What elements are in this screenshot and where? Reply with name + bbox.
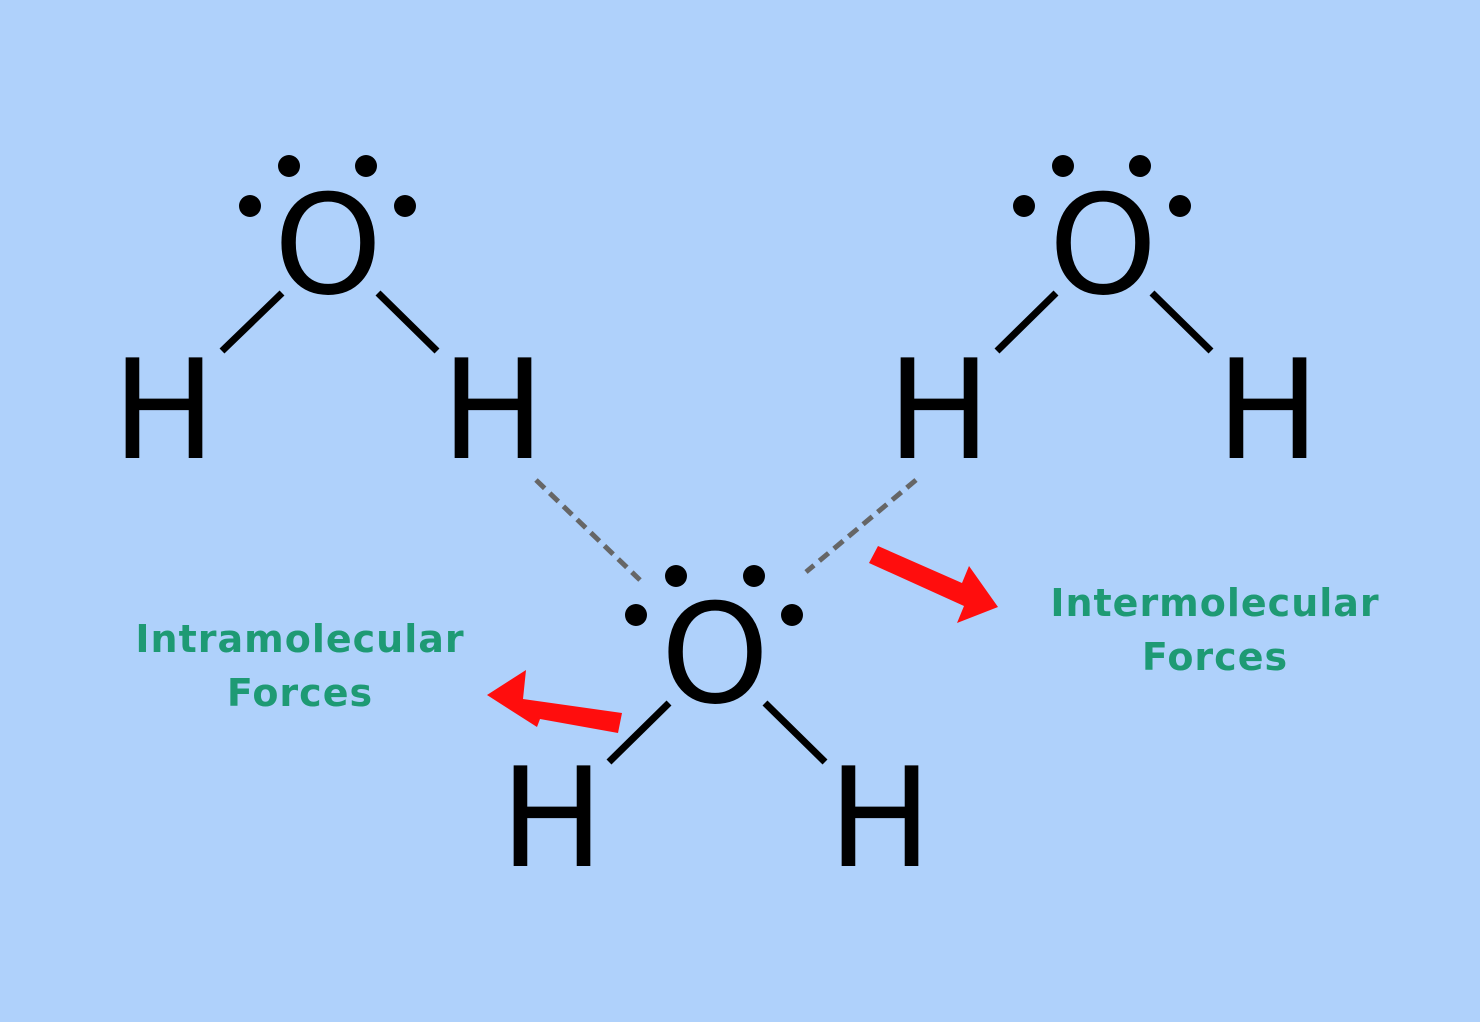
lone-pair-electron <box>1013 195 1035 217</box>
lone-pair-electron <box>625 604 647 626</box>
oxygen-atom: O <box>1049 165 1158 326</box>
hydrogen-atom: H <box>1216 330 1320 491</box>
lone-pair-electron <box>665 565 687 587</box>
water-molecule-bottom-center: O H H <box>500 565 932 899</box>
covalent-bond <box>606 700 672 765</box>
lone-pair-electron <box>1129 155 1151 177</box>
oxygen-atom: O <box>661 574 770 735</box>
covalent-bond <box>375 290 440 354</box>
label-line: Forces <box>226 671 374 715</box>
hydrogen-bond-right <box>804 478 918 574</box>
lone-pair-electron <box>278 155 300 177</box>
hydrogen-atom: H <box>828 738 932 899</box>
label-line: Intramolecular <box>135 617 465 661</box>
covalent-bond <box>1149 290 1214 354</box>
label-line: Intermolecular <box>1050 581 1380 625</box>
covalent-bond <box>994 290 1059 354</box>
hydrogen-atom: H <box>887 330 991 491</box>
water-molecule-top-right: O H H <box>887 155 1320 491</box>
hydrogen-atom: H <box>112 330 216 491</box>
lone-pair-electron <box>1169 195 1191 217</box>
hydrogen-bond-left <box>534 478 642 582</box>
arrow-intramolecular <box>487 670 622 733</box>
oxygen-atom: O <box>274 165 383 326</box>
label-line: Forces <box>1141 635 1289 679</box>
lone-pair-electron <box>355 155 377 177</box>
intermolecular-forces-label: Intermolecular Forces <box>1020 576 1410 684</box>
covalent-bond <box>219 290 285 354</box>
lone-pair-electron <box>239 195 261 217</box>
lone-pair-electron <box>781 604 803 626</box>
lone-pair-electron <box>394 195 416 217</box>
intramolecular-forces-label: Intramolecular Forces <box>110 612 490 720</box>
hydrogen-atom: H <box>441 330 545 491</box>
covalent-bond <box>762 700 828 765</box>
water-molecule-top-left: O H H <box>112 155 545 491</box>
hydrogen-atom: H <box>500 738 604 899</box>
lone-pair-electron <box>1052 155 1074 177</box>
lone-pair-electron <box>743 565 765 587</box>
arrow-intermolecular <box>869 546 998 623</box>
